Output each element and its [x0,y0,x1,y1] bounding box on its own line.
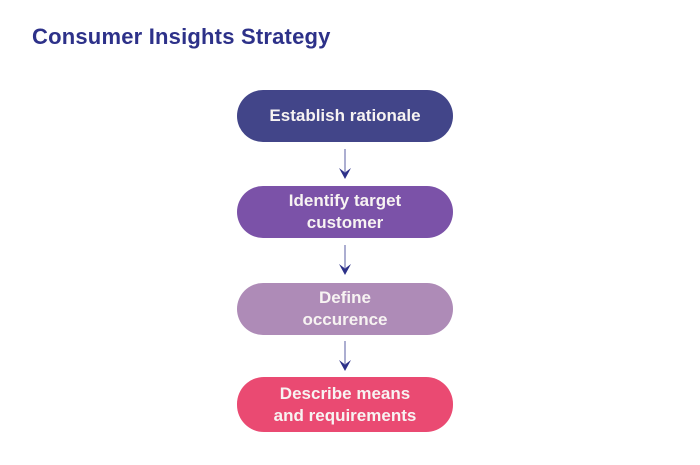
step-label-line: Identify target [288,191,402,210]
down-arrow-icon [337,245,353,276]
page-title: Consumer Insights Strategy [32,24,331,49]
down-arrow-icon [337,149,353,180]
flow-step-identify-target-customer: Identify target customer [237,186,453,238]
step-label-line: Define [319,288,371,307]
step-label-line: occurence [302,310,388,329]
flow-step-establish-rationale: Establish rationale [237,90,453,142]
flow-step-describe-means-and-requirements: Describe means and requirements [237,377,453,432]
step-label-line: and requirements [273,405,417,425]
step-label-line: customer [306,213,384,232]
step-label-line: Describe means [279,383,411,403]
step-label-line: Establish rationale [269,106,421,125]
flow-step-define-occurence: Define occurence [237,283,453,335]
down-arrow-icon [337,341,353,372]
